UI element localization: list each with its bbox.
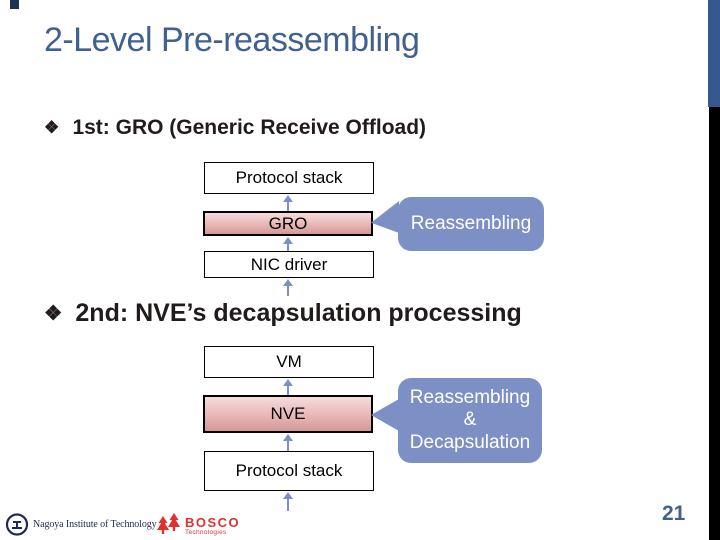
diagram2-callout-reassembling-decapsulation: Reassembling & Decapsulation xyxy=(398,378,542,463)
arrow-shaft xyxy=(286,244,290,252)
arrow-up-connector xyxy=(282,195,294,212)
arrow-up-connector xyxy=(282,492,294,511)
bullet-heading-2: ❖ 2nd: NVE’s decapsulation processing xyxy=(44,299,522,328)
bullet-heading-1: ❖ 1st: GRO (Generic Receive Offload) xyxy=(44,116,426,140)
diamond-bullet-icon: ❖ xyxy=(44,302,63,325)
callout-line: Reassembling xyxy=(409,386,531,408)
institute-logo-block: Nagoya Institute of Technology xyxy=(5,512,157,537)
page-number: 21 xyxy=(662,502,686,525)
nagoya-institute-emblem-icon xyxy=(5,513,29,536)
arrow-shaft xyxy=(286,386,290,395)
callout-line: Reassembling xyxy=(410,212,532,234)
callout-pointer xyxy=(371,399,399,431)
callout-pointer xyxy=(371,201,399,233)
callout-line: & xyxy=(463,409,477,431)
arrow-shaft xyxy=(286,286,290,296)
arrow-head xyxy=(283,434,293,441)
arrow-shaft xyxy=(286,499,290,511)
company-logo-block: BOSCO Technologies xyxy=(157,513,240,537)
company-name-label: BOSCO xyxy=(185,515,241,530)
arrow-head xyxy=(283,195,293,202)
institute-name-label: Nagoya Institute of Technology xyxy=(33,519,157,530)
arrow-up-connector xyxy=(282,379,294,395)
arrow-up-connector xyxy=(282,237,294,252)
callout-line: Decapsulation xyxy=(409,431,531,453)
bullet-heading-1-text: 1st: GRO (Generic Receive Offload) xyxy=(72,116,427,139)
arrow-up-connector xyxy=(282,434,294,451)
arrow-up-connector xyxy=(282,279,294,296)
bosco-trees-icon xyxy=(157,513,180,534)
diagram1-box-gro: GRO xyxy=(203,211,373,236)
company-subtitle-label: Technologies xyxy=(185,529,227,536)
top-left-accent-mark xyxy=(10,0,19,9)
diagram2-box-vm: VM xyxy=(204,346,374,378)
right-accent-bar-black xyxy=(709,107,720,540)
diagram2-box-nve: NVE xyxy=(203,395,373,433)
arrow-shaft xyxy=(286,441,290,451)
bullet-heading-2-text: 2nd: NVE’s decapsulation processing xyxy=(75,299,522,327)
diagram1-box-protocol-stack: Protocol stack xyxy=(204,162,374,194)
arrow-head xyxy=(283,379,293,386)
diagram2-box-protocol-stack: Protocol stack xyxy=(204,451,374,491)
arrow-head xyxy=(283,237,293,244)
arrow-shaft xyxy=(286,202,290,212)
diagram1-box-nic-driver: NIC driver xyxy=(204,251,374,278)
right-accent-bar-blue xyxy=(708,0,720,107)
arrow-head xyxy=(283,492,293,499)
slide-title: 2-Level Pre-reassembling xyxy=(44,21,420,59)
diamond-bullet-icon: ❖ xyxy=(44,117,60,137)
company-name-block: BOSCO Technologies xyxy=(185,513,240,537)
arrow-head xyxy=(283,279,293,286)
diagram1-callout-reassembling: Reassembling xyxy=(398,197,544,251)
